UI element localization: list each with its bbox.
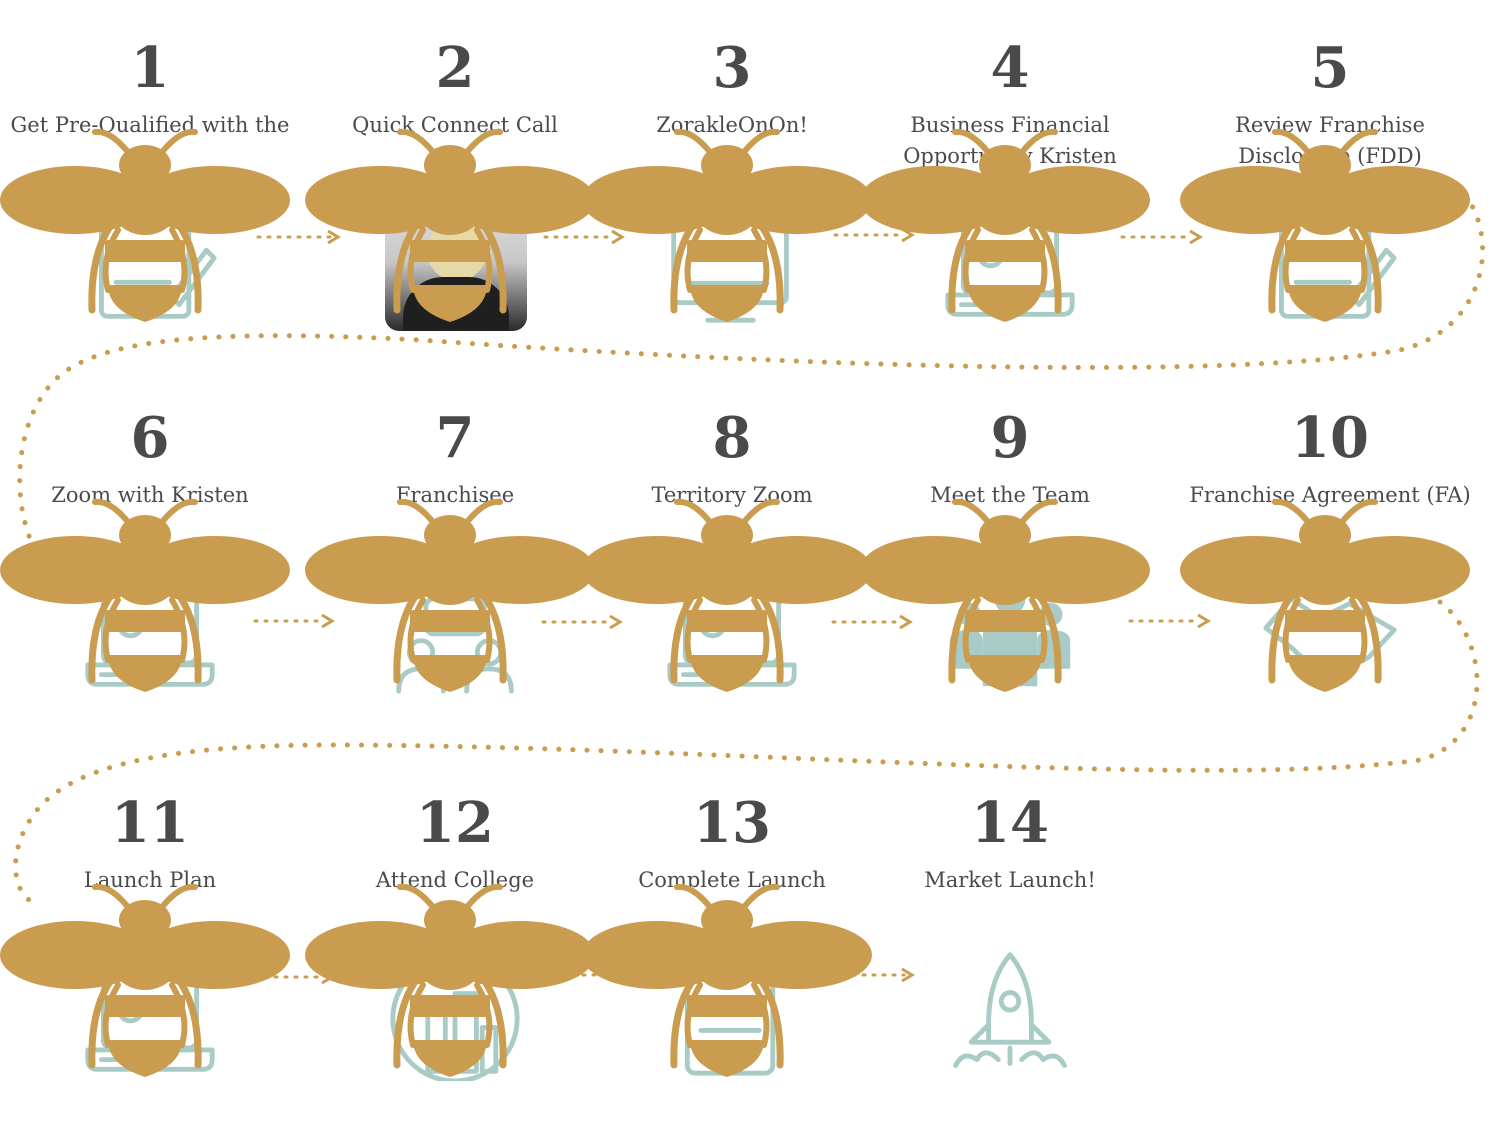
step-label: Territory Zoom xyxy=(651,483,813,507)
step-label: Franchise Agreement (FA) xyxy=(1189,483,1471,507)
connector-arrow-5 xyxy=(253,613,335,629)
step-number: 10 xyxy=(1291,405,1369,471)
step-number: 9 xyxy=(990,405,1030,471)
chat-people-icon xyxy=(396,596,514,694)
step-number: 13 xyxy=(693,790,771,856)
step-number: 12 xyxy=(416,790,494,856)
step-number: 14 xyxy=(971,790,1049,856)
step-number: 3 xyxy=(712,35,752,101)
document-pencil-icon xyxy=(1279,205,1397,319)
laptop-video-icon xyxy=(667,582,797,687)
connector-arrow-7 xyxy=(831,614,913,630)
step-label: Launch Plan xyxy=(83,868,217,892)
step-label: Get Pre-Qualified with the xyxy=(10,113,290,137)
step-label: Quick Connect Call xyxy=(352,113,558,137)
wrap-path-row2-row3 xyxy=(13,599,1480,908)
rocket-icon xyxy=(953,952,1067,1068)
monitor-icon xyxy=(671,212,789,323)
laptop-plan-icon xyxy=(85,967,215,1072)
step-number: 1 xyxy=(130,35,170,101)
team-icon xyxy=(949,583,1071,687)
step-number: 4 xyxy=(990,35,1030,101)
step-number: 2 xyxy=(435,35,475,101)
step-label: Complete Launch xyxy=(638,868,826,892)
laptop-video-icon xyxy=(945,212,1075,317)
wrap-path-row1-row2 xyxy=(17,192,1486,553)
step-label: Franchisee xyxy=(395,483,515,507)
checklist-icon xyxy=(684,962,776,1076)
step-label: Zoom with Kristen xyxy=(51,483,249,507)
laptop-video-icon xyxy=(85,582,215,687)
clipboard-pencil-icon xyxy=(99,205,217,319)
city-globe-icon xyxy=(390,954,520,1081)
connector-arrow-6 xyxy=(541,614,623,630)
step-label: Attend College xyxy=(375,868,535,892)
step-label: ZorakleOnOn! xyxy=(656,113,808,137)
step-label: Market Launch! xyxy=(924,868,1096,892)
connector-arrow-8 xyxy=(1128,613,1211,629)
step-number: 8 xyxy=(712,405,752,471)
step-label: Meet the Team xyxy=(930,483,1090,507)
step-number: 5 xyxy=(1310,35,1350,101)
handshake-icon xyxy=(1263,596,1397,681)
step-number: 6 xyxy=(130,405,170,471)
step-label: Review Franchise Disclosure (FDD) xyxy=(1235,113,1425,168)
step-number: 7 xyxy=(435,405,475,471)
step-number: 11 xyxy=(111,790,189,856)
step-label: Business Financial Opportunity Kristen xyxy=(903,113,1117,168)
profile-photo xyxy=(385,215,527,331)
